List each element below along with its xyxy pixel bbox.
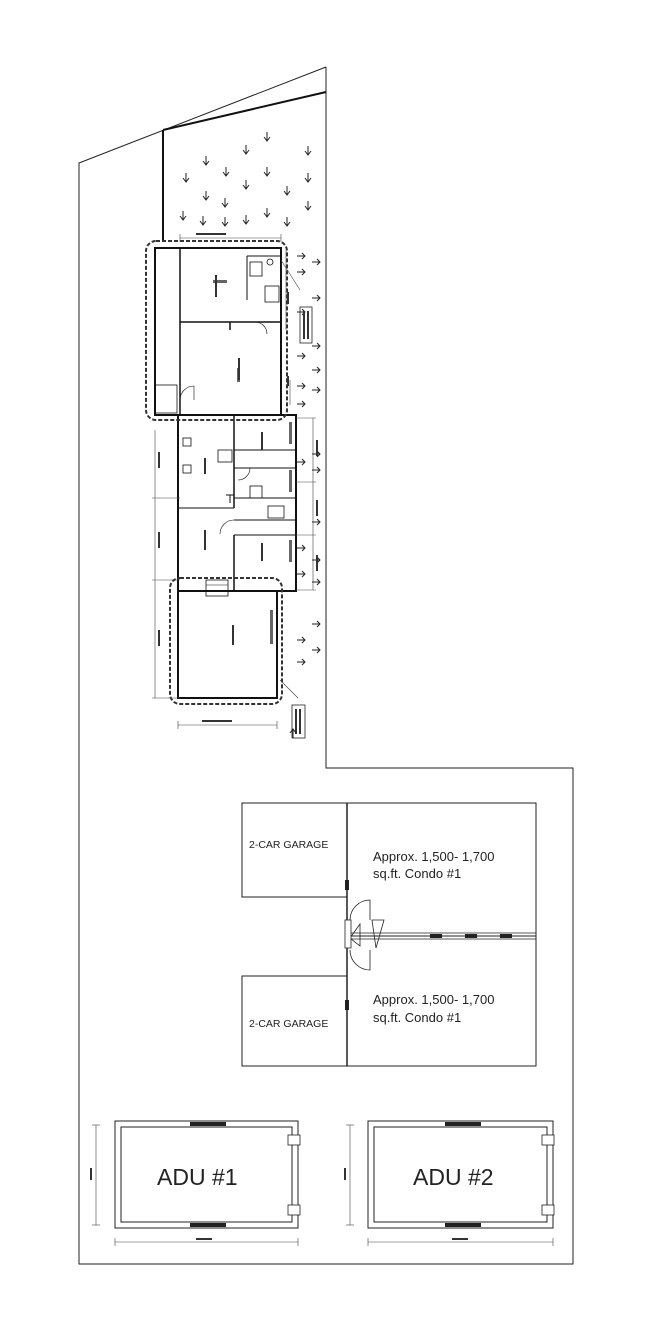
garage-top-label: 2-CAR GARAGE	[249, 839, 328, 851]
property-boundary	[78, 66, 574, 1265]
landscape-symbols-east	[297, 252, 321, 666]
adu-2-label: ADU #2	[413, 1164, 494, 1190]
adu-1	[90, 1120, 301, 1246]
dashed-outline-south	[169, 577, 283, 705]
condo-bottom-label-line2: sq.ft. Condo #1	[373, 1010, 461, 1025]
landscape-symbols-north	[179, 132, 312, 227]
annotation-box-north	[299, 306, 313, 344]
condo-building	[241, 802, 537, 1067]
annotation-box-south	[291, 704, 306, 739]
house-central	[177, 414, 297, 592]
house-south-wing	[177, 590, 278, 699]
adu-1-label: ADU #1	[157, 1164, 238, 1190]
existing-house	[145, 233, 318, 739]
dashed-outline-north	[145, 240, 288, 421]
condo-bottom-label-line1: Approx. 1,500- 1,700	[373, 992, 494, 1007]
garage-bottom-label: 2-CAR GARAGE	[249, 1018, 328, 1030]
north-fence	[162, 91, 327, 131]
condo-top-label-line2: sq.ft. Condo #1	[373, 866, 461, 881]
adu-2	[344, 1120, 555, 1246]
condo-top-label-line1: Approx. 1,500- 1,700	[373, 849, 494, 864]
